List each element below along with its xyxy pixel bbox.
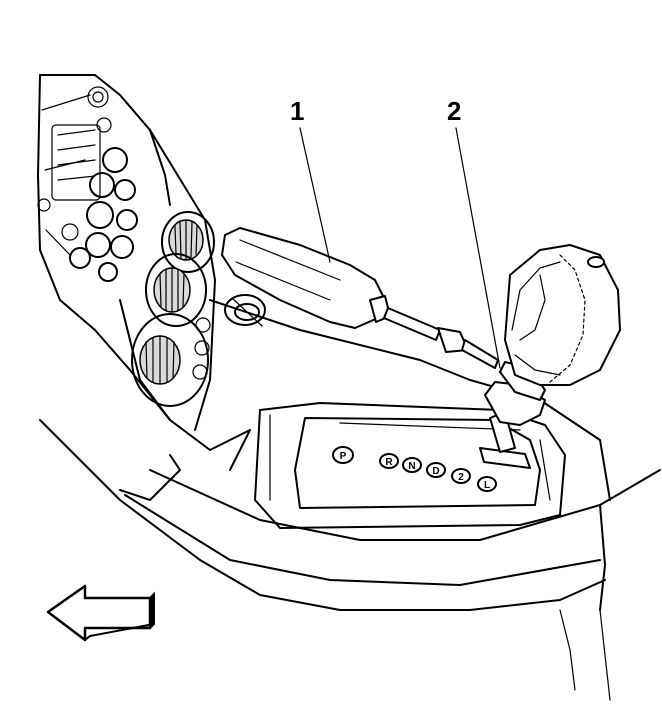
gear-r-label: R bbox=[385, 457, 393, 468]
screwdriver-icon bbox=[221, 227, 499, 369]
gear-n-label: N bbox=[408, 461, 415, 472]
gear-p-label: P bbox=[340, 451, 347, 462]
gear-2-marker: 2 bbox=[451, 468, 471, 484]
climate-knob-lower bbox=[131, 313, 209, 407]
gear-p-marker: P bbox=[332, 446, 354, 464]
shifter-bezel: P R N D 2 L bbox=[254, 402, 566, 529]
center-stack-panel bbox=[37, 74, 606, 611]
gear-l-marker: L bbox=[477, 476, 497, 492]
gear-d-label: D bbox=[432, 466, 439, 477]
gear-l-label: L bbox=[484, 480, 490, 491]
callout-2-label: 2 bbox=[447, 96, 461, 126]
gear-d-marker: D bbox=[426, 462, 446, 478]
gear-indicator: P R N D 2 L bbox=[332, 446, 497, 492]
climate-knob-middle bbox=[145, 253, 207, 327]
callout-1-label: 1 bbox=[290, 96, 304, 126]
climate-knob-upper bbox=[161, 211, 215, 273]
gear-n-marker: N bbox=[402, 457, 422, 473]
arrow-left-icon bbox=[46, 584, 155, 642]
gear-r-marker: R bbox=[379, 453, 399, 469]
gear-2-label: 2 bbox=[458, 472, 464, 483]
callout-1: 1 bbox=[290, 96, 331, 263]
power-outlet-socket bbox=[224, 294, 266, 327]
shift-knob-icon bbox=[484, 244, 621, 453]
callout-2: 2 bbox=[447, 96, 501, 369]
